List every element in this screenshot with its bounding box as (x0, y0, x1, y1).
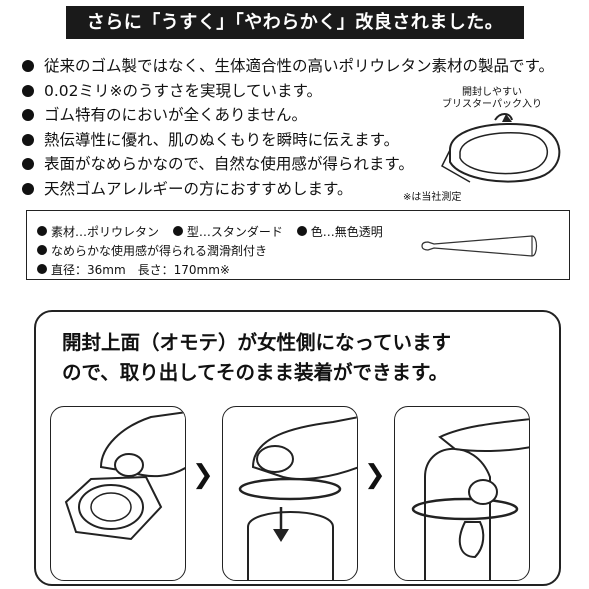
headline-banner: さらに「うすく」「やわらかく」改良されました。 (66, 6, 524, 39)
feature-item: 従来のゴム製ではなく、生体適合性の高いポリウレタン素材の製品です。 (22, 54, 582, 79)
spec-lubricant: なめらかな使用感が得られる潤滑剤付き (37, 242, 267, 259)
instruction-line-2: ので、取り出してそのまま装着ができます。 (62, 361, 449, 384)
feature-item: 0.02ミリ※のうすさを実現しています。 (22, 79, 582, 104)
spec-type: 型…スタンダード (172, 223, 283, 240)
hand-pulling-icon (238, 416, 357, 580)
feature-list: 従来のゴム製ではなく、生体適合性の高いポリウレタン素材の製品です。 0.02ミリ… (22, 54, 582, 202)
feature-item: 熱伝導性に優れ、肌のぬくもりを瞬時に伝えます。 (22, 128, 582, 153)
step-arrow-1: ❯ (192, 460, 214, 490)
feature-item: ゴム特有のにおいが全くありません。 (22, 103, 582, 128)
step-3-put-on (394, 406, 530, 581)
spec-material: 素材…ポリウレタン (37, 223, 159, 240)
spec-color: 色…無色透明 (296, 223, 383, 240)
measurement-note: ※は当社測定 (403, 192, 462, 203)
blister-pack-illustration (441, 113, 561, 183)
feature-item: 表面がなめらかなので、自然な使用感が得られます。 (22, 152, 582, 177)
spec-row-1: 素材…ポリウレタン 型…スタンダード 色…無色透明 (37, 223, 393, 240)
blister-label-line-2: ブリスターパック入り (442, 99, 542, 110)
feature-item: 天然ゴムアレルギーの方におすすめします。 (22, 177, 582, 202)
instruction-text: 開封上面（オモテ）が女性側になっています ので、取り出してそのまま装着ができます… (62, 328, 451, 388)
spec-size: 直径：36mm 長さ：170mm※ (37, 261, 230, 278)
hand-rolling-icon (411, 418, 529, 580)
spec-row-2: なめらかな使用感が得られる潤滑剤付き (37, 242, 277, 259)
instruction-line-1: 開封上面（オモテ）が女性側になっています (62, 331, 452, 354)
step-2-pull-down (222, 406, 358, 581)
blister-pack-label: 開封しやすい ブリスターパック入り (428, 87, 556, 111)
hand-opening-icon (64, 411, 185, 541)
specs-box: 素材…ポリウレタン 型…スタンダード 色…無色透明 なめらかな使用感が得られる潤… (26, 210, 570, 280)
blister-label-line-1: 開封しやすい (462, 87, 522, 98)
spec-row-3: 直径：36mm 長さ：170mm※ (37, 261, 240, 278)
instruction-panel (34, 310, 561, 586)
condom-illustration (421, 235, 538, 257)
step-arrow-2: ❯ (364, 460, 386, 490)
step-1-open-package (50, 406, 186, 581)
